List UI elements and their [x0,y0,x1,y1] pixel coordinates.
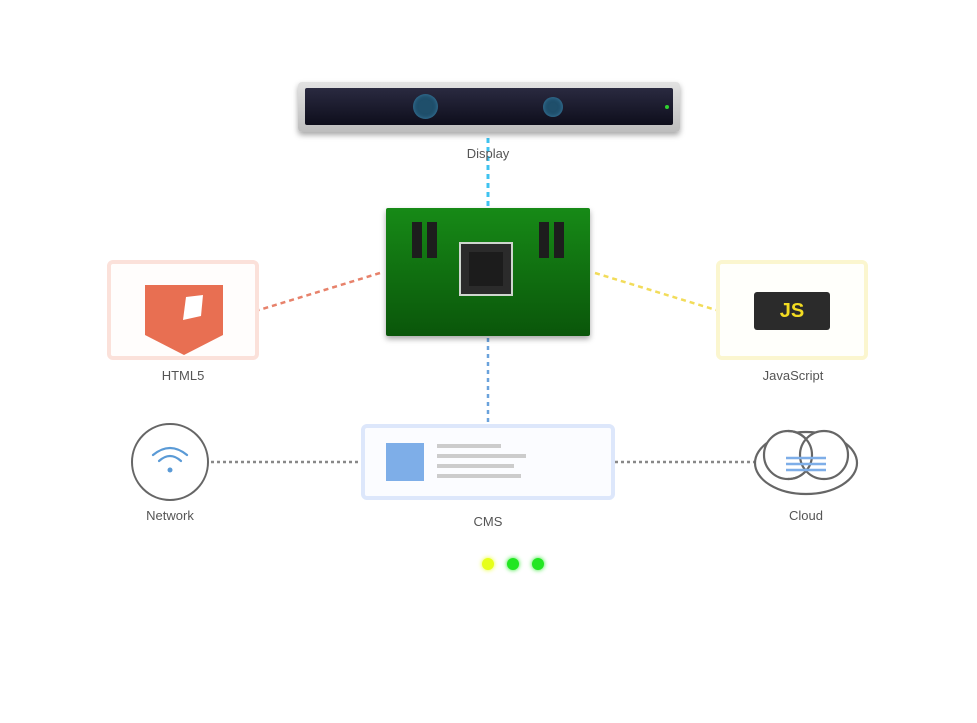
cloud-label: Cloud [789,508,823,523]
javascript-node[interactable]: JS [716,260,868,360]
js-badge-icon: JS [754,292,830,330]
html5-shield-icon [145,285,223,355]
network-label: Network [146,508,194,523]
cms-text-line [437,454,526,458]
network-node[interactable] [131,423,209,501]
display-bar-icon [305,88,673,125]
cms-label: CMS [473,514,503,529]
status-light [532,558,544,570]
html5-label: HTML5 [161,368,205,383]
display-lens-right [543,97,563,117]
board-slot [412,222,422,258]
document-icon [386,443,424,481]
display-label: Display [466,146,510,161]
status-light [482,558,494,570]
connector-board-javascript [594,271,717,312]
cloud-icon[interactable] [752,428,860,498]
display-led [665,105,669,109]
javascript-label: JavaScript [762,368,824,383]
cms-text-line [437,444,501,448]
display-lens-left [413,94,438,119]
cms-text-line [437,474,521,478]
display-node[interactable] [298,82,680,132]
board-slot [539,222,549,258]
cpu-chip-core [469,252,503,286]
cms-text-line [437,464,514,468]
wifi-icon [151,446,189,473]
board-slot [427,222,437,258]
html5-node[interactable] [107,260,259,360]
cms-node[interactable] [361,424,615,500]
status-light [507,558,519,570]
circuit-board-icon[interactable] [386,208,590,336]
connector-board-html5 [258,271,381,312]
board-slot [554,222,564,258]
cpu-chip [459,242,513,296]
